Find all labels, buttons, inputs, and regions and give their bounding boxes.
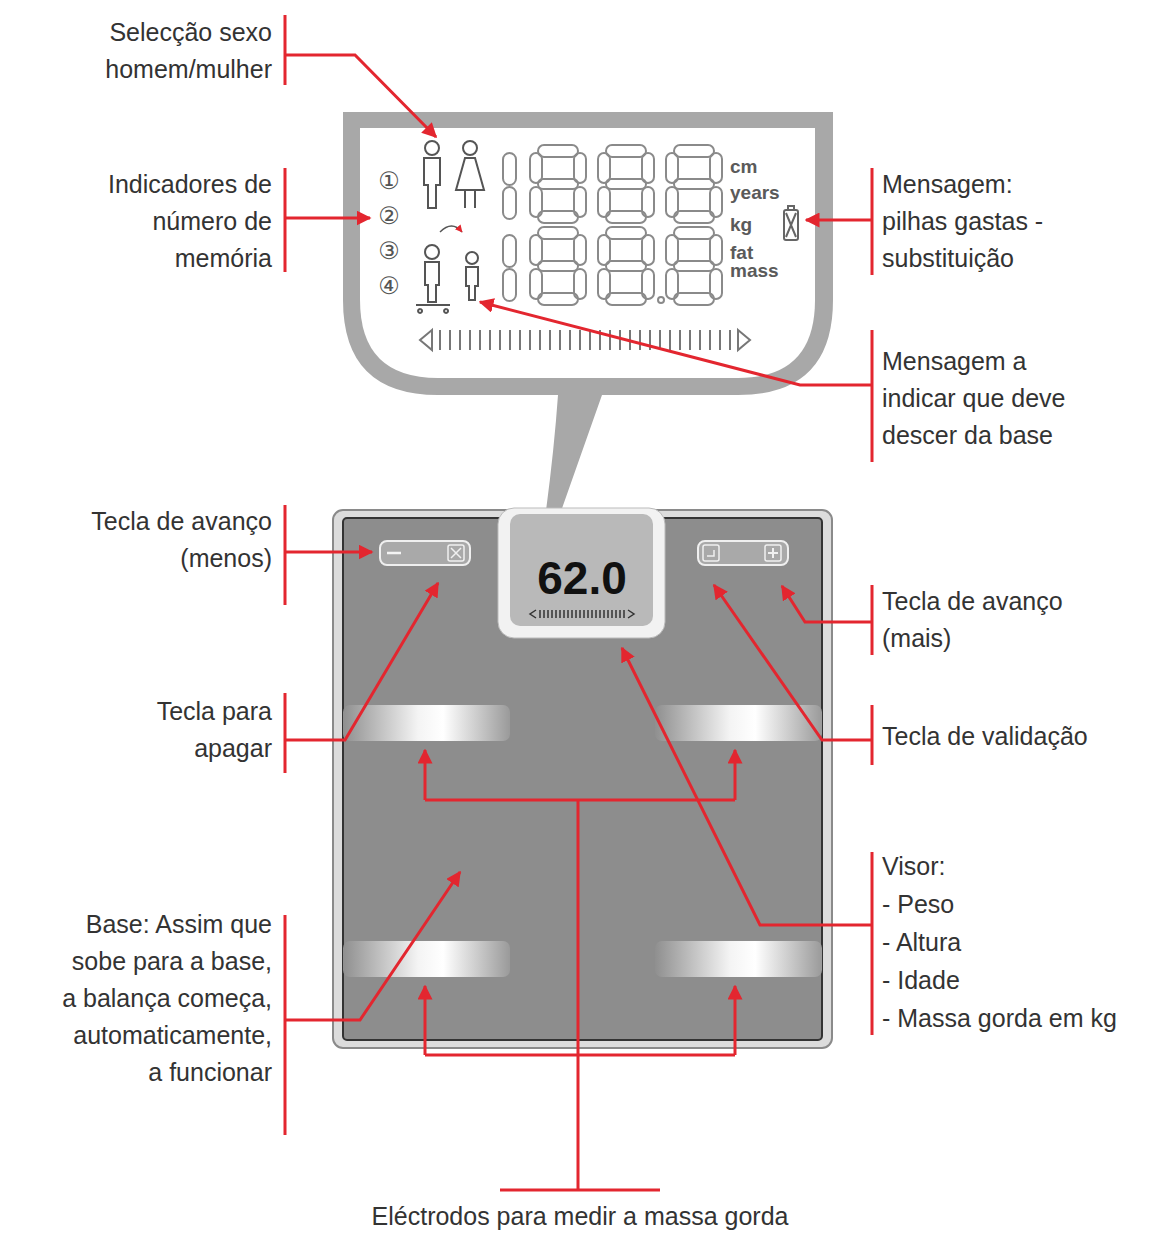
- memory-number: ②: [375, 203, 403, 229]
- person-icons: [416, 141, 484, 313]
- leader-lines: [285, 15, 872, 1190]
- scale-body: [333, 510, 832, 1048]
- lcd-screen: [360, 128, 815, 378]
- callout-label: - Altura: [882, 924, 1142, 961]
- callout-label: Mensagem a indicar que deve descer da ba…: [882, 343, 1082, 454]
- memory-number: ④: [375, 273, 403, 299]
- display-bar: [540, 610, 624, 618]
- scale-platform: [343, 518, 822, 1040]
- battery-icon: [784, 206, 798, 240]
- unit-label: kg: [730, 214, 770, 236]
- lcd-progress-bar: [420, 330, 750, 350]
- callout-label: Visor:: [882, 848, 1142, 885]
- callout-label: Tecla de avanço (mais): [882, 583, 1082, 657]
- callout-label: Indicadores de número de memória: [107, 166, 272, 277]
- memory-number: ③: [375, 238, 403, 264]
- unit-label: years: [730, 182, 790, 204]
- callout-label: Mensagem: pilhas gastas - substituição: [882, 166, 1072, 277]
- callout-label: - Massa gorda em kg: [882, 1000, 1152, 1037]
- callout-label: Tecla de validação: [882, 718, 1142, 755]
- callout-label: Selecção sexo homem/mulher: [62, 14, 272, 88]
- scale-display: 62.0: [512, 548, 652, 610]
- callout-label: Base: Assim que sobe para a base, a bala…: [57, 906, 272, 1091]
- unit-label: fat mass: [730, 244, 782, 280]
- lcd-digits: [503, 145, 722, 305]
- display-window: [510, 514, 653, 626]
- callout-label: - Peso: [882, 886, 1142, 923]
- weight-reading: 62.0: [512, 552, 652, 604]
- display-frame: [498, 508, 665, 638]
- callout-label: Tecla de avanço (menos): [91, 503, 272, 577]
- callout-label: Eléctrodos para medir a massa gorda: [270, 1198, 890, 1235]
- callout-label: - Idade: [882, 962, 1142, 999]
- unit-label: cm: [730, 156, 790, 178]
- memory-number: ①: [375, 168, 403, 194]
- callout-label: Tecla para apagar: [122, 693, 272, 767]
- lcd-panel: ① ② ③ ④ cm years kg fat mass: [343, 112, 833, 397]
